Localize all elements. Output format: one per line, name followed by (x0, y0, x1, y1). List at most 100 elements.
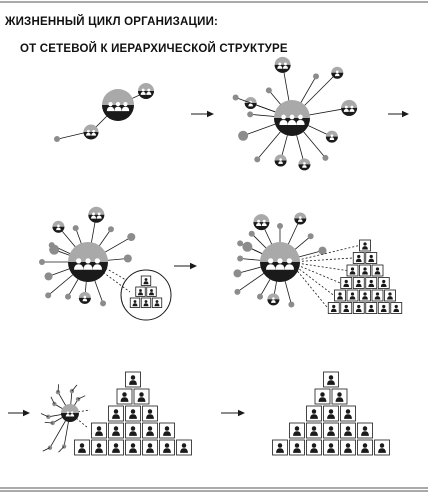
hierarchy-box (352, 277, 365, 289)
hierarchy-box (142, 405, 158, 422)
network-node (318, 246, 327, 255)
person-icon (344, 443, 352, 453)
stages-layer (39, 56, 403, 456)
network-link (57, 384, 60, 393)
arrows-layer (8, 110, 409, 417)
network-node (265, 87, 272, 94)
person-icon (256, 219, 262, 227)
person-icon (343, 279, 350, 287)
network-node (274, 154, 287, 167)
person-icon (140, 88, 146, 95)
person-icon (393, 304, 400, 312)
person-icon (114, 102, 122, 112)
hierarchy-box (323, 371, 339, 388)
person-icon (368, 279, 375, 287)
network-node (254, 156, 261, 163)
person-icon (96, 212, 102, 219)
hierarchy-box (142, 422, 158, 439)
network-node (107, 226, 114, 233)
person-icon (327, 409, 335, 419)
person-icon (387, 292, 393, 300)
person-icon (163, 426, 171, 436)
hierarchy-box (306, 439, 322, 456)
hierarchy-box (340, 302, 353, 314)
network-node (47, 445, 53, 450)
network-node (277, 223, 283, 229)
person-icon (276, 443, 284, 453)
network-link (71, 384, 78, 392)
person-icon (132, 300, 138, 307)
network-link (40, 413, 49, 418)
hierarchy-box (334, 289, 346, 302)
stage-2 (232, 56, 358, 171)
network-node (294, 212, 307, 225)
hierarchy-box (371, 289, 384, 302)
network-node (123, 254, 132, 263)
flow-arrow (191, 110, 214, 118)
person-icon (337, 292, 343, 300)
person-icon (74, 258, 84, 270)
network-node (331, 66, 344, 79)
person-icon (92, 258, 102, 270)
person-icon (146, 409, 154, 419)
hierarchy-box (377, 302, 390, 314)
network-node (54, 136, 60, 142)
person-icon (163, 443, 171, 453)
person-icon (82, 295, 88, 302)
network-node (127, 233, 136, 241)
person-icon (330, 304, 337, 312)
network-node (138, 83, 154, 99)
network-node (322, 154, 329, 161)
stage-3 (39, 206, 172, 321)
person-icon (143, 278, 149, 285)
person-icon (146, 426, 154, 436)
hierarchy-box (146, 286, 157, 297)
person-icon (293, 443, 301, 453)
hierarchy-box (359, 289, 371, 302)
person-icon (138, 289, 143, 296)
person-icon (137, 392, 146, 402)
hierarchy-box (140, 275, 152, 286)
hierarchy-box (323, 422, 339, 439)
network-node (88, 206, 105, 223)
person-icon (146, 443, 154, 453)
hierarchy-box (159, 439, 175, 456)
person-icon (378, 443, 386, 453)
hierarchy-box (340, 277, 353, 289)
person-icon (349, 292, 356, 300)
hierarchy-box (159, 422, 175, 439)
hierarchy-box (374, 439, 390, 456)
hierarchy-box (377, 277, 390, 289)
dashed-link (69, 409, 91, 414)
person-icon (121, 102, 130, 112)
hierarchy-box (384, 289, 396, 302)
hierarchy-box (289, 422, 305, 439)
person-icon (112, 409, 120, 419)
person-icon (154, 300, 160, 307)
person-icon (362, 292, 368, 300)
hierarchy-box (125, 422, 141, 439)
person-icon (261, 219, 267, 227)
hierarchy-box (352, 302, 365, 314)
person-icon (120, 392, 129, 402)
person-icon (95, 426, 103, 436)
hierarchy-box (371, 264, 384, 277)
network-node (313, 73, 319, 80)
flow-arrow (221, 409, 245, 417)
person-icon (65, 411, 70, 417)
hierarchy-box (129, 297, 141, 308)
network-node (234, 288, 241, 295)
hierarchy-box (314, 388, 331, 405)
hub-node (68, 242, 108, 282)
network-node (267, 293, 280, 306)
person-icon (362, 242, 368, 250)
diagram-title-line-2: ОТ СЕТЕВОЙ К ИЕРАРХИЧЕСКОЙ СТРУКТУРЕ (20, 42, 288, 55)
hierarchy-box (323, 439, 339, 456)
hierarchy-box (151, 297, 163, 308)
hub-node (260, 242, 300, 282)
person-icon (149, 289, 154, 296)
network-node (242, 241, 253, 252)
person-icon (112, 443, 120, 453)
network-node (257, 293, 263, 300)
network-node (39, 259, 45, 265)
